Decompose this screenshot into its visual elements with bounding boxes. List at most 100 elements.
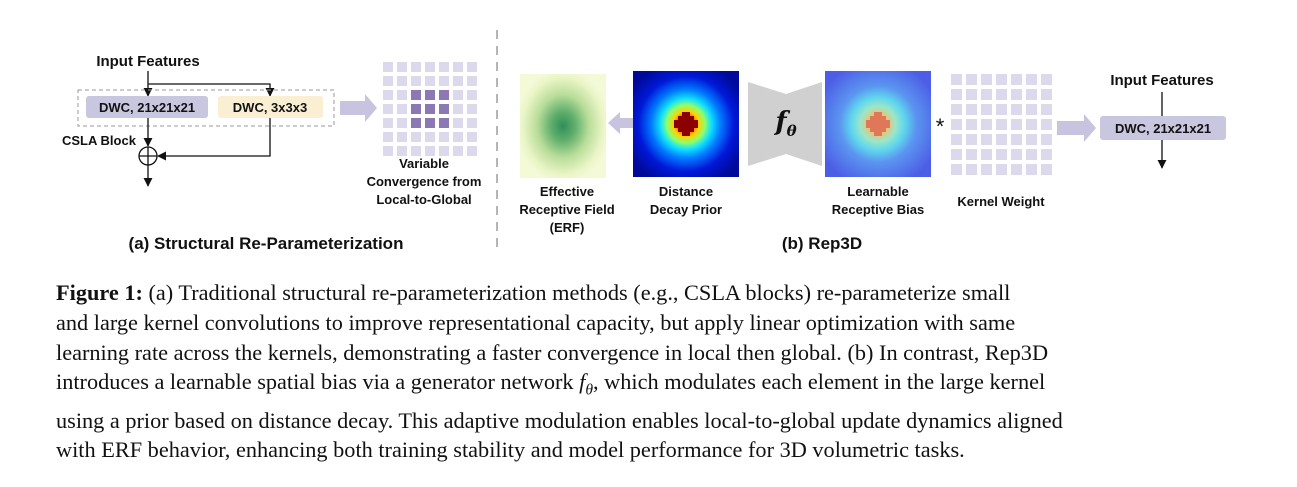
kernel-cell-center bbox=[425, 118, 435, 128]
kernel-cell bbox=[1026, 149, 1037, 160]
kernel-cell bbox=[467, 118, 477, 128]
kernel-cell bbox=[966, 74, 977, 85]
kernel-cell bbox=[996, 164, 1007, 175]
kernel-cell bbox=[1011, 119, 1022, 130]
kernel-cell bbox=[467, 132, 477, 142]
erf-label-line-1: Effective bbox=[540, 184, 594, 199]
kernel-cell-center bbox=[425, 104, 435, 114]
panel-a-small-to-sum-arrow bbox=[157, 118, 271, 161]
kernel-cell bbox=[453, 62, 463, 72]
kernel-cell bbox=[425, 132, 435, 142]
kernel-cell bbox=[966, 119, 977, 130]
dwc-large-box-b bbox=[1100, 116, 1226, 140]
kernel-cell bbox=[951, 89, 962, 100]
panel-a-input-features-label: Input Features bbox=[96, 53, 199, 70]
caption-f-theta: fθ bbox=[579, 369, 594, 399]
variable-convergence-line-1: Variable bbox=[399, 156, 449, 171]
dwc-large-box-a bbox=[86, 96, 208, 118]
kernel-cell bbox=[439, 62, 449, 72]
kernel-cell bbox=[1041, 89, 1052, 100]
prior-label-line-2: Decay Prior bbox=[650, 202, 722, 217]
kernel-cell bbox=[1011, 104, 1022, 115]
kernel-cell bbox=[383, 104, 393, 114]
kernel-cell bbox=[411, 146, 421, 156]
kernel-cell bbox=[996, 74, 1007, 85]
panel-b: Effective Receptive Field (ERF) Distance… bbox=[519, 71, 1226, 253]
kernel-cell bbox=[439, 76, 449, 86]
kernel-cell bbox=[411, 76, 421, 86]
caption-line-3: learning rate across the kernels, demons… bbox=[56, 339, 1049, 365]
erf-heatmap bbox=[520, 74, 606, 178]
kernel-cell bbox=[425, 62, 435, 72]
dwc-large-label-a: DWC, 21x21x21 bbox=[99, 100, 195, 115]
kernel-cell bbox=[1011, 89, 1022, 100]
kernel-cell bbox=[1011, 164, 1022, 175]
kernel-cell bbox=[981, 149, 992, 160]
kernel-cell bbox=[425, 76, 435, 86]
kernel-cell bbox=[981, 89, 992, 100]
kernel-cell bbox=[951, 104, 962, 115]
panel-a: Input Features DWC, 21x21x21 DWC, 3x3x3 … bbox=[62, 53, 481, 253]
kernel-cell bbox=[951, 149, 962, 160]
kernel-cell bbox=[1041, 104, 1052, 115]
kernel-cell bbox=[981, 164, 992, 175]
kernel-cell bbox=[453, 76, 463, 86]
generator-network-shape bbox=[748, 82, 822, 166]
panel-a-input-arrow-branch bbox=[148, 83, 275, 97]
kernel-cell bbox=[966, 104, 977, 115]
kernel-cell bbox=[1011, 134, 1022, 145]
panel-b-input-features-label: Input Features bbox=[1110, 72, 1213, 89]
kernel-cell bbox=[996, 134, 1007, 145]
kernel-cell bbox=[467, 104, 477, 114]
sum-node-icon bbox=[138, 146, 158, 166]
kernel-cell-center bbox=[411, 90, 421, 100]
convergence-kernel-grid bbox=[383, 62, 477, 156]
kernel-cell bbox=[453, 118, 463, 128]
kernel-cell bbox=[951, 134, 962, 145]
kernel-cell bbox=[1026, 89, 1037, 100]
caption-figure-label: Figure 1: bbox=[56, 280, 143, 305]
panel-b-title: (b) Rep3D bbox=[782, 234, 862, 253]
bias-label-line-2: Receptive Bias bbox=[832, 202, 925, 217]
kernel-cell bbox=[467, 62, 477, 72]
kernel-cell bbox=[966, 89, 977, 100]
figure-1-diagram: Input Features DWC, 21x21x21 DWC, 3x3x3 … bbox=[62, 30, 1226, 253]
kernel-cell bbox=[1041, 134, 1052, 145]
variable-convergence-line-3: Local-to-Global bbox=[376, 192, 471, 207]
kernel-cell bbox=[383, 90, 393, 100]
caption-line-5: using a prior based on distance decay. T… bbox=[56, 407, 1063, 433]
kernel-cell bbox=[1041, 119, 1052, 130]
kernel-cell bbox=[996, 149, 1007, 160]
caption-line-4: introduces a learnable spatial bias via … bbox=[56, 369, 1046, 399]
kernel-cell bbox=[981, 134, 992, 145]
caption-line-2: and large kernel convolutions to improve… bbox=[56, 309, 1016, 335]
panel-a-title: (a) Structural Re-Parameterization bbox=[129, 234, 404, 253]
kernel-cell bbox=[1026, 74, 1037, 85]
kernel-cell bbox=[1041, 74, 1052, 85]
kernel-cell-center bbox=[425, 90, 435, 100]
kernel-cell bbox=[397, 146, 407, 156]
kernel-cell bbox=[966, 134, 977, 145]
kernel-cell-center bbox=[439, 118, 449, 128]
kernel-cell bbox=[996, 104, 1007, 115]
kernel-cell bbox=[453, 132, 463, 142]
kernel-cell-center bbox=[439, 90, 449, 100]
panel-b-block-arrow-icon bbox=[1057, 114, 1096, 142]
erf-label-line-3: (ERF) bbox=[550, 220, 585, 235]
dwc-small-label-a: DWC, 3x3x3 bbox=[233, 100, 307, 115]
kernel-cell bbox=[1026, 164, 1037, 175]
kernel-cell bbox=[397, 76, 407, 86]
kernel-cell-center bbox=[411, 104, 421, 114]
distance-decay-prior-heatmap bbox=[633, 71, 739, 177]
csla-block-label: CSLA Block bbox=[62, 133, 137, 148]
kernel-cell bbox=[383, 76, 393, 86]
caption-line-6: with ERF behavior, enhancing both traini… bbox=[56, 437, 965, 463]
kernel-cell bbox=[981, 119, 992, 130]
panel-a-block-arrow-icon bbox=[340, 94, 377, 122]
kernel-cell bbox=[397, 90, 407, 100]
kernel-cell bbox=[467, 90, 477, 100]
kernel-cell bbox=[966, 164, 977, 175]
kernel-cell bbox=[411, 62, 421, 72]
kernel-cell bbox=[467, 76, 477, 86]
csla-dashed-box bbox=[77, 89, 335, 127]
